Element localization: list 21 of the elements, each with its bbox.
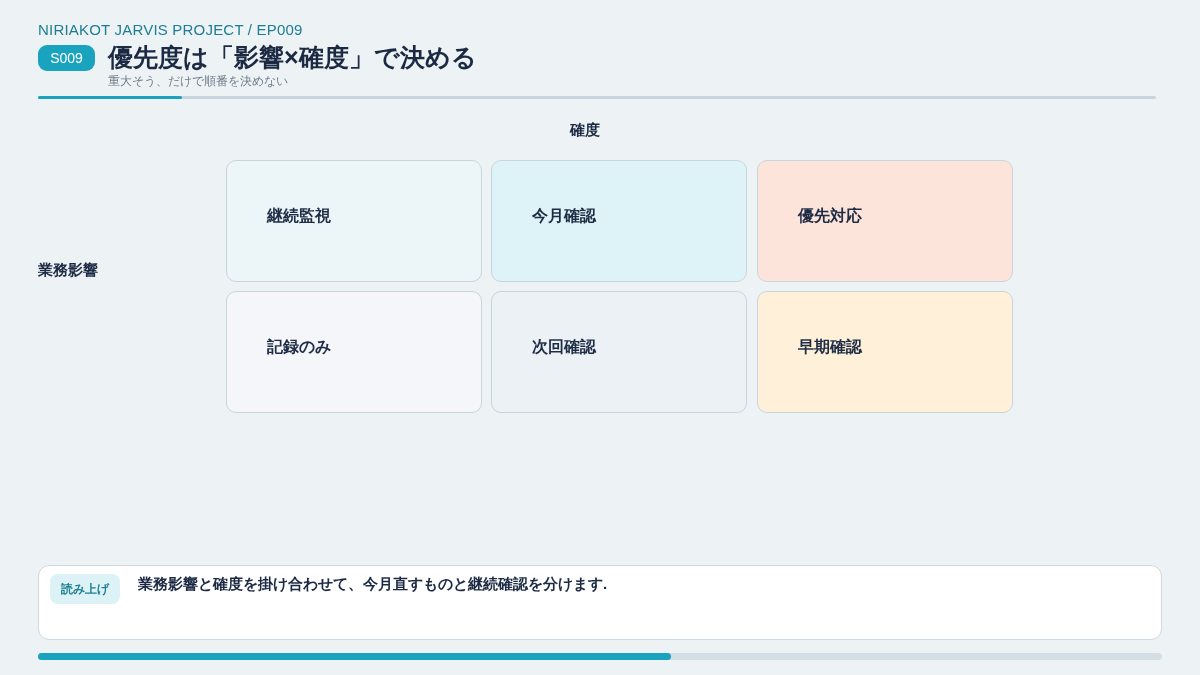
subtitle: 重大そう、だけで順番を決めない (108, 74, 288, 89)
cell-label: 継続監視 (267, 206, 331, 226)
axis-label: 確度 (570, 120, 600, 140)
series-label: NIRIAKOT JARVIS PROJECT / EP009 (38, 21, 303, 39)
cell-label: 今月確認 (532, 206, 596, 226)
section-badge: S009 (38, 45, 95, 71)
matrix-cell (226, 160, 482, 282)
cell-label: 記録のみ (267, 337, 331, 357)
read-aloud-tag: 読み上げ (50, 574, 120, 604)
matrix-cell (491, 291, 747, 413)
cell-label: 早期確認 (798, 337, 862, 357)
matrix-cell (757, 291, 1013, 413)
narration-panel (38, 565, 1162, 640)
cell-label: 次回確認 (532, 337, 596, 357)
axis-label: 業務影響 (38, 260, 98, 280)
matrix-cell (226, 291, 482, 413)
narration-text: 業務影響と確度を掛け合わせて、今月直すものと継続確認を分けます. (138, 574, 608, 594)
matrix-cell (491, 160, 747, 282)
title: 優先度は「影響×確度」で決める (108, 42, 477, 73)
cell-label: 優先対応 (798, 206, 862, 226)
matrix-cell (757, 160, 1013, 282)
